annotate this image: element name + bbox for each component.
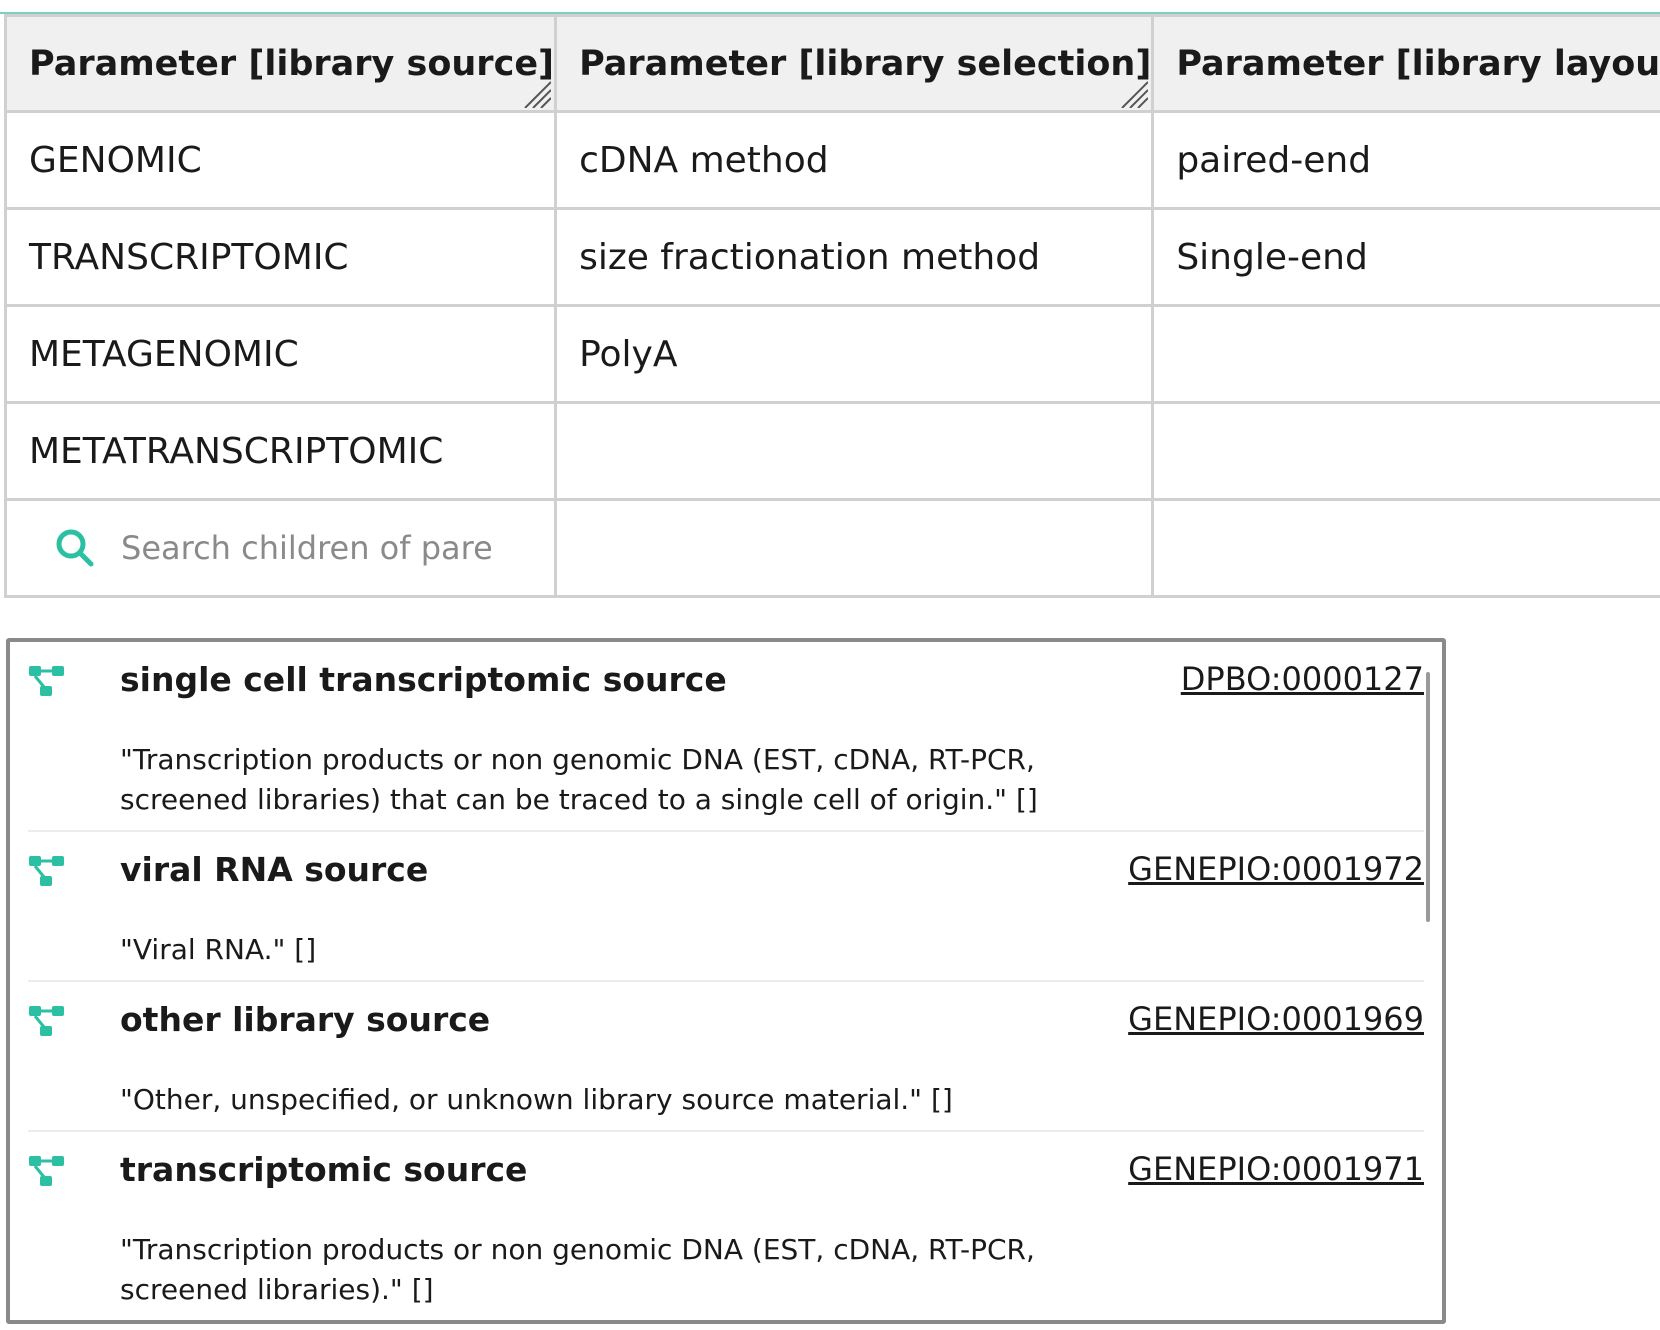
- table-cell[interactable]: [1151, 401, 1660, 501]
- hierarchy-icon: [29, 666, 64, 696]
- table-cell[interactable]: Single-end: [1151, 207, 1660, 307]
- result-title: transcriptomic source: [120, 1150, 528, 1189]
- column-header-library-selection[interactable]: Parameter [library selection]: [554, 14, 1155, 113]
- header-row: Parameter [library source] Parameter [li…: [3, 14, 1660, 113]
- table-cell[interactable]: [554, 498, 1155, 598]
- hierarchy-icon: [29, 1156, 64, 1186]
- active-edit-cell[interactable]: [3, 498, 558, 598]
- top-accent-line: [0, 12, 1660, 14]
- search-results-dropdown: single cell transcriptomic source DPBO:0…: [6, 638, 1446, 1324]
- result-id-link[interactable]: GENEPIO:0001972: [1128, 850, 1424, 888]
- result-title: single cell transcriptomic source: [120, 660, 727, 699]
- result-item[interactable]: transcriptomic source GENEPIO:0001971 "T…: [28, 1132, 1424, 1320]
- table-row-editing: [3, 498, 1660, 598]
- search-input[interactable]: [121, 529, 491, 567]
- result-item[interactable]: single cell transcriptomic source DPBO:0…: [28, 642, 1424, 832]
- result-id-link[interactable]: DPBO:0000127: [1180, 660, 1424, 698]
- column-header-library-layout[interactable]: Parameter [library layout]: [1151, 14, 1660, 113]
- column-header-library-source[interactable]: Parameter [library source]: [3, 14, 558, 113]
- resize-handle-icon[interactable]: [1656, 80, 1660, 108]
- table-cell[interactable]: METAGENOMIC: [3, 304, 558, 404]
- result-id-link[interactable]: GENEPIO:0001971: [1128, 1150, 1424, 1188]
- resize-handle-icon[interactable]: [1114, 80, 1149, 108]
- resize-handle-icon[interactable]: [517, 80, 552, 108]
- table-row: METATRANSCRIPTOMIC: [3, 401, 1660, 501]
- table-cell[interactable]: GENOMIC: [3, 110, 558, 210]
- table-row: TRANSCRIPTOMIC size fractionation method…: [3, 207, 1660, 307]
- table-cell[interactable]: [554, 401, 1155, 501]
- column-header-label: Parameter [library selection]: [579, 43, 1152, 84]
- table-cell[interactable]: TRANSCRIPTOMIC: [3, 207, 558, 307]
- result-title: viral RNA source: [120, 850, 429, 889]
- result-description: "Transcription products or non genomic D…: [120, 743, 1038, 816]
- table-row: METAGENOMIC PolyA: [3, 304, 1660, 404]
- result-description: "Viral RNA." []: [120, 933, 317, 966]
- search-box[interactable]: [8, 502, 553, 594]
- result-item[interactable]: viral RNA source GENEPIO:0001972 "Viral …: [28, 832, 1424, 982]
- column-header-label: Parameter [library source]: [29, 43, 555, 84]
- result-id-link[interactable]: GENEPIO:0001969: [1128, 1000, 1424, 1038]
- hierarchy-icon: [29, 1006, 64, 1036]
- table-cell[interactable]: size fractionation method: [554, 207, 1155, 307]
- scrollbar[interactable]: [1426, 672, 1430, 922]
- result-description: "Other, unspecified, or unknown library …: [120, 1083, 953, 1116]
- table-cell[interactable]: cDNA method: [554, 110, 1155, 210]
- result-item[interactable]: other library source GENEPIO:0001969 "Ot…: [28, 982, 1424, 1132]
- table-cell[interactable]: PolyA: [554, 304, 1155, 404]
- table-cell[interactable]: paired-end: [1151, 110, 1660, 210]
- column-header-label: Parameter [library layout]: [1176, 43, 1660, 84]
- table-cell[interactable]: [1151, 498, 1660, 598]
- table-cell[interactable]: METATRANSCRIPTOMIC: [3, 401, 558, 501]
- hierarchy-icon: [29, 856, 64, 886]
- spreadsheet-grid: Parameter [library source] Parameter [li…: [3, 14, 1660, 598]
- result-description: "Transcription products or non genomic D…: [120, 1233, 1035, 1306]
- table-row: GENOMIC cDNA method paired-end: [3, 110, 1660, 210]
- table-cell[interactable]: [1151, 304, 1660, 404]
- result-title: other library source: [120, 1000, 491, 1039]
- search-icon: [56, 529, 94, 567]
